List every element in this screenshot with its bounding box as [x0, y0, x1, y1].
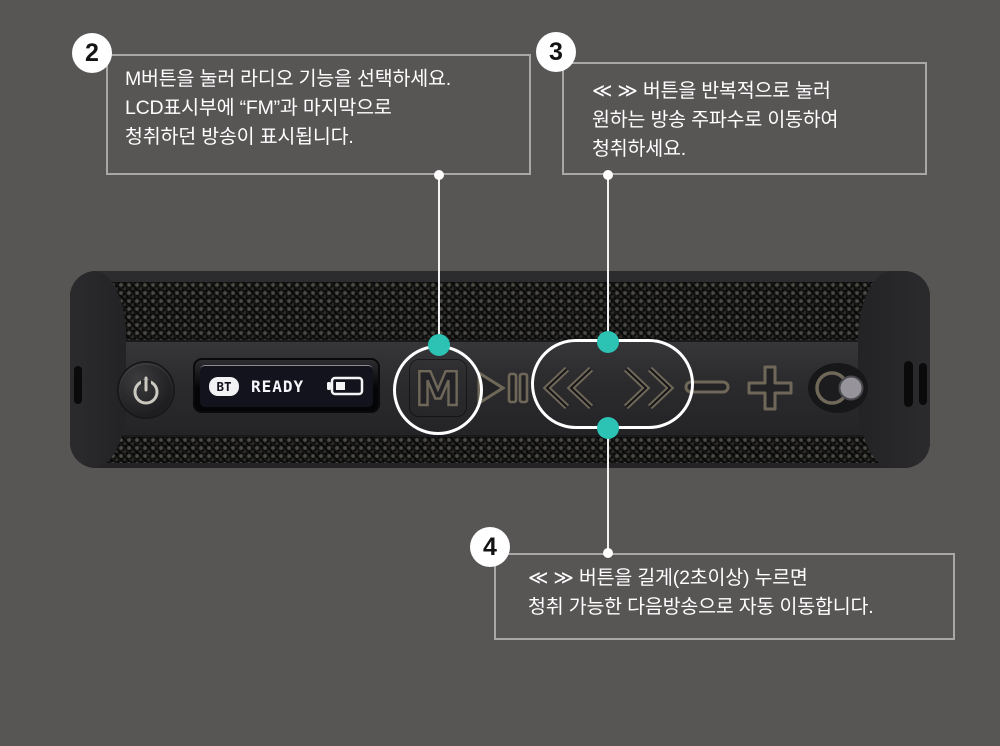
speaker-right-cap — [858, 271, 930, 468]
volume-plus-icon — [747, 365, 793, 411]
lcd-status-text: READY — [251, 376, 305, 396]
battery-icon — [326, 376, 364, 396]
callout-2-line-2: LCD표시부에 “FM”과 마지막으로 — [125, 97, 392, 119]
callout-box-3: ≪ ≫ 버튼을 반복적으로 눌러 원하는 방송 주파수로 이동하여 청취하세요. — [562, 62, 927, 175]
connector-line-callout4 — [607, 429, 609, 553]
speaker-bottom-edge — [70, 463, 930, 468]
speaker-bottom-mesh — [70, 437, 930, 463]
play-pause-button — [476, 366, 530, 415]
callout-2-line-3: 청취하던 방송이 표시됩니다. — [125, 126, 354, 148]
power-button — [119, 363, 173, 417]
callout-3-line-2: 원하는 방송 주파수로 이동하여 — [592, 109, 839, 131]
callout-3-line-3: 청취하세요. — [592, 138, 686, 160]
seek-buttons-highlight-stadium — [531, 339, 694, 429]
callout-2-text: M버튼을 눌러 라디오 기능을 선택하세요. LCD표시부에 “FM”과 마지막… — [125, 65, 451, 152]
connector-line-callout2 — [438, 175, 440, 345]
callout-box-4: ≪ ≫ 버튼을 길게(2초이상) 누르면 청취 가능한 다음방송으로 자동 이동… — [494, 553, 955, 640]
play-pause-icon — [477, 370, 529, 406]
callout-box-2: M버튼을 눌러 라디오 기능을 선택하세요. LCD표시부에 “FM”과 마지막… — [106, 54, 531, 175]
volume-up-button — [746, 364, 794, 417]
speaker-right-slot-2 — [919, 363, 927, 405]
callout-3-text: ≪ ≫ 버튼을 반복적으로 눌러 원하는 방송 주파수로 이동하여 청취하세요. — [592, 77, 838, 164]
connector-dot-callout2 — [434, 170, 444, 180]
pairing-button — [806, 360, 870, 416]
callout-4-line-1: ≪ ≫ 버튼을 길게(2초이상) 누르면 — [528, 567, 808, 589]
callout-4-text: ≪ ≫ 버튼을 길게(2초이상) 누르면 청취 가능한 다음방송으로 자동 이동… — [528, 564, 874, 622]
speaker-top-mesh — [70, 282, 930, 340]
bt-badge: BT — [209, 376, 239, 396]
connector-line-callout3 — [607, 175, 609, 342]
teal-marker-m-button — [428, 334, 450, 356]
step-number-3: 3 — [536, 32, 576, 72]
teal-marker-seek-top — [597, 331, 619, 353]
power-icon — [133, 376, 159, 405]
step-number-2: 2 — [72, 33, 112, 73]
speaker-top-edge — [70, 271, 930, 282]
speaker-right-slot-1 — [904, 361, 913, 407]
callout-3-line-1: ≪ ≫ 버튼을 반복적으로 눌러 — [592, 80, 831, 102]
step-number-4: 4 — [470, 527, 510, 567]
m-button-highlight-circle — [393, 345, 483, 435]
lcd-display: BT READY — [193, 358, 380, 413]
pairing-link-icon — [808, 363, 868, 413]
teal-marker-seek-bottom — [597, 417, 619, 439]
speaker-photo: BT READY M — [70, 271, 930, 468]
connector-dot-callout4 — [603, 548, 613, 558]
connector-dot-callout3 — [603, 170, 613, 180]
callout-2-line-1: M버튼을 눌러 라디오 기능을 선택하세요. — [125, 68, 451, 90]
callout-4-line-2: 청취 가능한 다음방송으로 자동 이동합니다. — [528, 596, 874, 618]
speaker-left-slot — [74, 366, 82, 404]
lcd-screen: BT READY — [200, 364, 373, 407]
